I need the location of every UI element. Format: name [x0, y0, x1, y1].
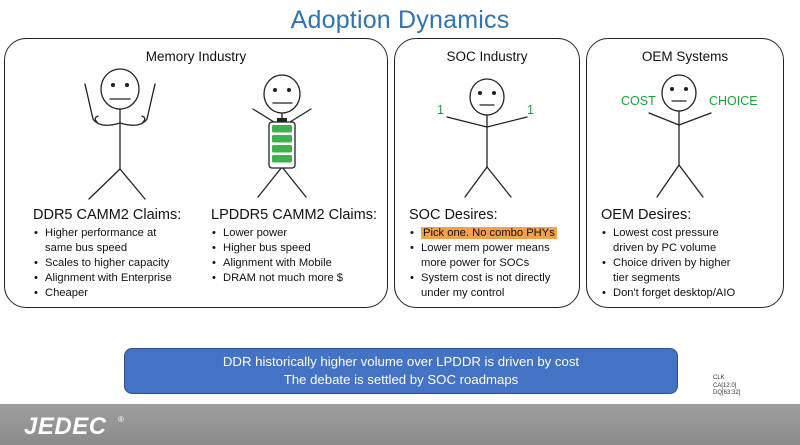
ddr5-claims: DDR5 CAMM2 Claims: Higher performance at…: [33, 207, 208, 301]
list-item: Alignment with Mobile: [211, 256, 386, 271]
ddr5-claims-heading: DDR5 CAMM2 Claims:: [33, 207, 182, 223]
list-item: Higher bus speed: [211, 241, 386, 256]
banner-line-1: DDR historically higher volume over LPDD…: [222, 354, 580, 369]
soc-desires: SOC Desires: Pick one. No combo PHYs Low…: [409, 207, 577, 301]
signal-notes: CLK CA[12:0] DQ[63:32]: [713, 375, 740, 398]
soc-desires-heading: SOC Desires:: [409, 207, 498, 223]
oem-desires: OEM Desires: Lowest cost pressure driven…: [601, 207, 781, 301]
list-item: Choice driven by higher: [601, 256, 781, 271]
oem-cost-label: COST: [621, 94, 656, 108]
signal-note: CLK: [713, 375, 725, 381]
signal-note: CA[12:0]: [713, 382, 737, 389]
battery-icon: [268, 118, 296, 169]
list-item: Lower mem power means: [409, 241, 577, 256]
list-item: more power for SOCs: [421, 257, 530, 269]
oem-stick-figure: [648, 74, 712, 198]
soc-hand-right-label: 1: [527, 103, 534, 117]
list-item: System cost is not directly: [409, 271, 577, 286]
page-title: Adoption Dynamics: [290, 6, 510, 34]
ddr5-stick-figure: [84, 68, 312, 200]
list-item: DRAM not much more $: [211, 271, 386, 286]
list-item: under my control: [421, 287, 505, 299]
conclusion-banner: DDR historically higher volume over LPDD…: [124, 348, 678, 394]
list-item: tier segments: [613, 272, 681, 284]
list-item: Pick one. No combo PHYs: [409, 226, 577, 241]
highlighted-text: Pick one. No combo PHYs: [421, 227, 557, 239]
list-item: Scales to higher capacity: [33, 256, 208, 271]
soc-industry-panel: SOC Industry 1 1 SOC Desires: Pick one. …: [394, 38, 580, 308]
banner-line-2: The debate is settled by SOC roadmaps: [283, 372, 519, 387]
lpddr5-claims-heading: LPDDR5 CAMM2 Claims:: [211, 207, 377, 223]
soc-industry-title: SOC Industry: [446, 49, 528, 64]
registered-mark: ®: [118, 415, 124, 424]
list-item: Lowest cost pressure: [601, 226, 781, 241]
signal-note: DQ[63:32]: [713, 390, 741, 396]
memory-industry-panel: Memory Industry: [4, 38, 388, 308]
oem-systems-panel: OEM Systems COST CHOICE OEM Desires: Low…: [586, 38, 784, 308]
jedec-logo: JEDEC: [24, 413, 107, 440]
list-item: driven by PC volume: [613, 242, 717, 254]
oem-systems-title: OEM Systems: [641, 49, 729, 64]
oem-desires-heading: OEM Desires:: [601, 207, 692, 223]
lpddr5-claims: LPDDR5 CAMM2 Claims: Lower power Higher …: [211, 207, 386, 286]
list-item: Lower power: [211, 226, 386, 241]
list-item: same bus speed: [45, 242, 128, 254]
list-item: Don't forget desktop/AIO: [601, 286, 781, 301]
oem-choice-label: CHOICE: [709, 94, 758, 108]
soc-stick-figure: [446, 78, 528, 198]
list-item: Alignment with Enterprise: [33, 271, 208, 286]
list-item: Higher performance at: [33, 226, 208, 241]
memory-industry-title: Memory Industry: [145, 49, 247, 64]
footer-bar: JEDEC ®: [0, 404, 800, 445]
soc-hand-left-label: 1: [437, 103, 444, 117]
list-item: Cheaper: [33, 286, 208, 301]
